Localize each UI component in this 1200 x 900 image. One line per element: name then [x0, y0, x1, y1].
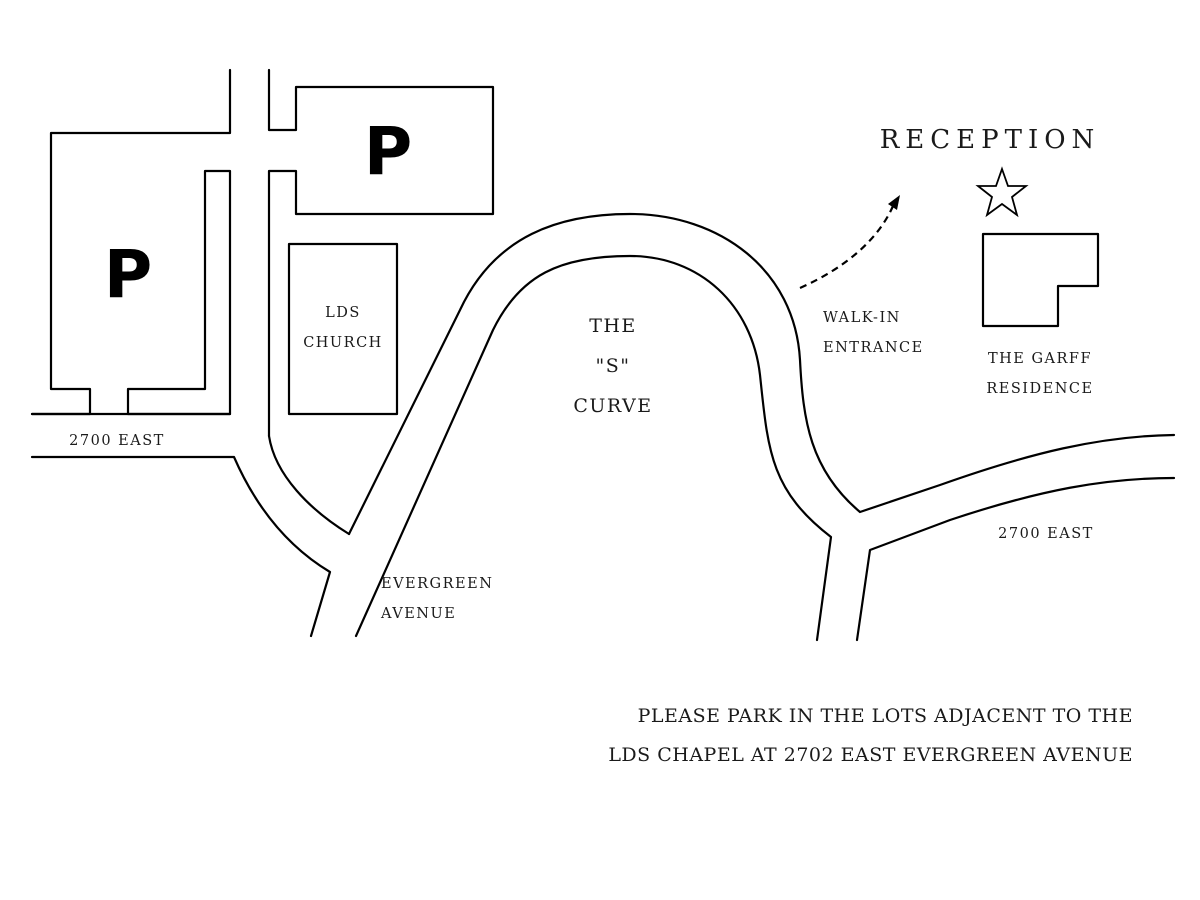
garff-residence-building: [981, 232, 1100, 328]
walk-in-label-line1: WALK-IN: [823, 310, 901, 326]
road-2700-east-east-bottom: [855, 476, 1176, 642]
s-curve-inner: [354, 254, 833, 642]
evergreen-label-line1: EVERGREEN: [381, 576, 493, 592]
parking-label-west: P: [104, 236, 152, 313]
street-label-2700-east-east: 2700 EAST: [998, 526, 1094, 542]
s-curve-label-line3: CURVE: [573, 395, 652, 417]
s-curve-label-line1: THE: [589, 315, 637, 337]
dashed-arrow-icon: [799, 195, 900, 290]
church-label-line2: CHURCH: [303, 335, 383, 351]
parking-lot-north: [267, 68, 495, 438]
s-curve-label-line2: "S": [596, 355, 631, 377]
access-road-curve: [267, 434, 351, 536]
church-label-line1: LDS: [325, 305, 361, 321]
walk-in-label-line2: ENTRANCE: [823, 340, 924, 356]
s-curve-outer: [347, 212, 1176, 536]
parking-label-north: P: [364, 113, 412, 190]
parking-notice-line2: LDS CHAPEL AT 2702 EAST EVERGREEN AVENUE: [608, 744, 1133, 766]
road-2700-east-west-bottom: [30, 455, 332, 638]
street-label-2700-east-west: 2700 EAST: [69, 433, 165, 449]
residence-label-line2: RESIDENCE: [986, 381, 1093, 397]
evergreen-label-line2: AVENUE: [380, 606, 456, 622]
residence-label-line1: THE GARFF: [988, 351, 1092, 367]
parking-notice-line1: PLEASE PARK IN THE LOTS ADJACENT TO THE: [638, 705, 1133, 727]
lds-church-building: [287, 242, 399, 416]
star-icon: [975, 166, 1029, 218]
reception-title: RECEPTION: [880, 125, 1101, 155]
